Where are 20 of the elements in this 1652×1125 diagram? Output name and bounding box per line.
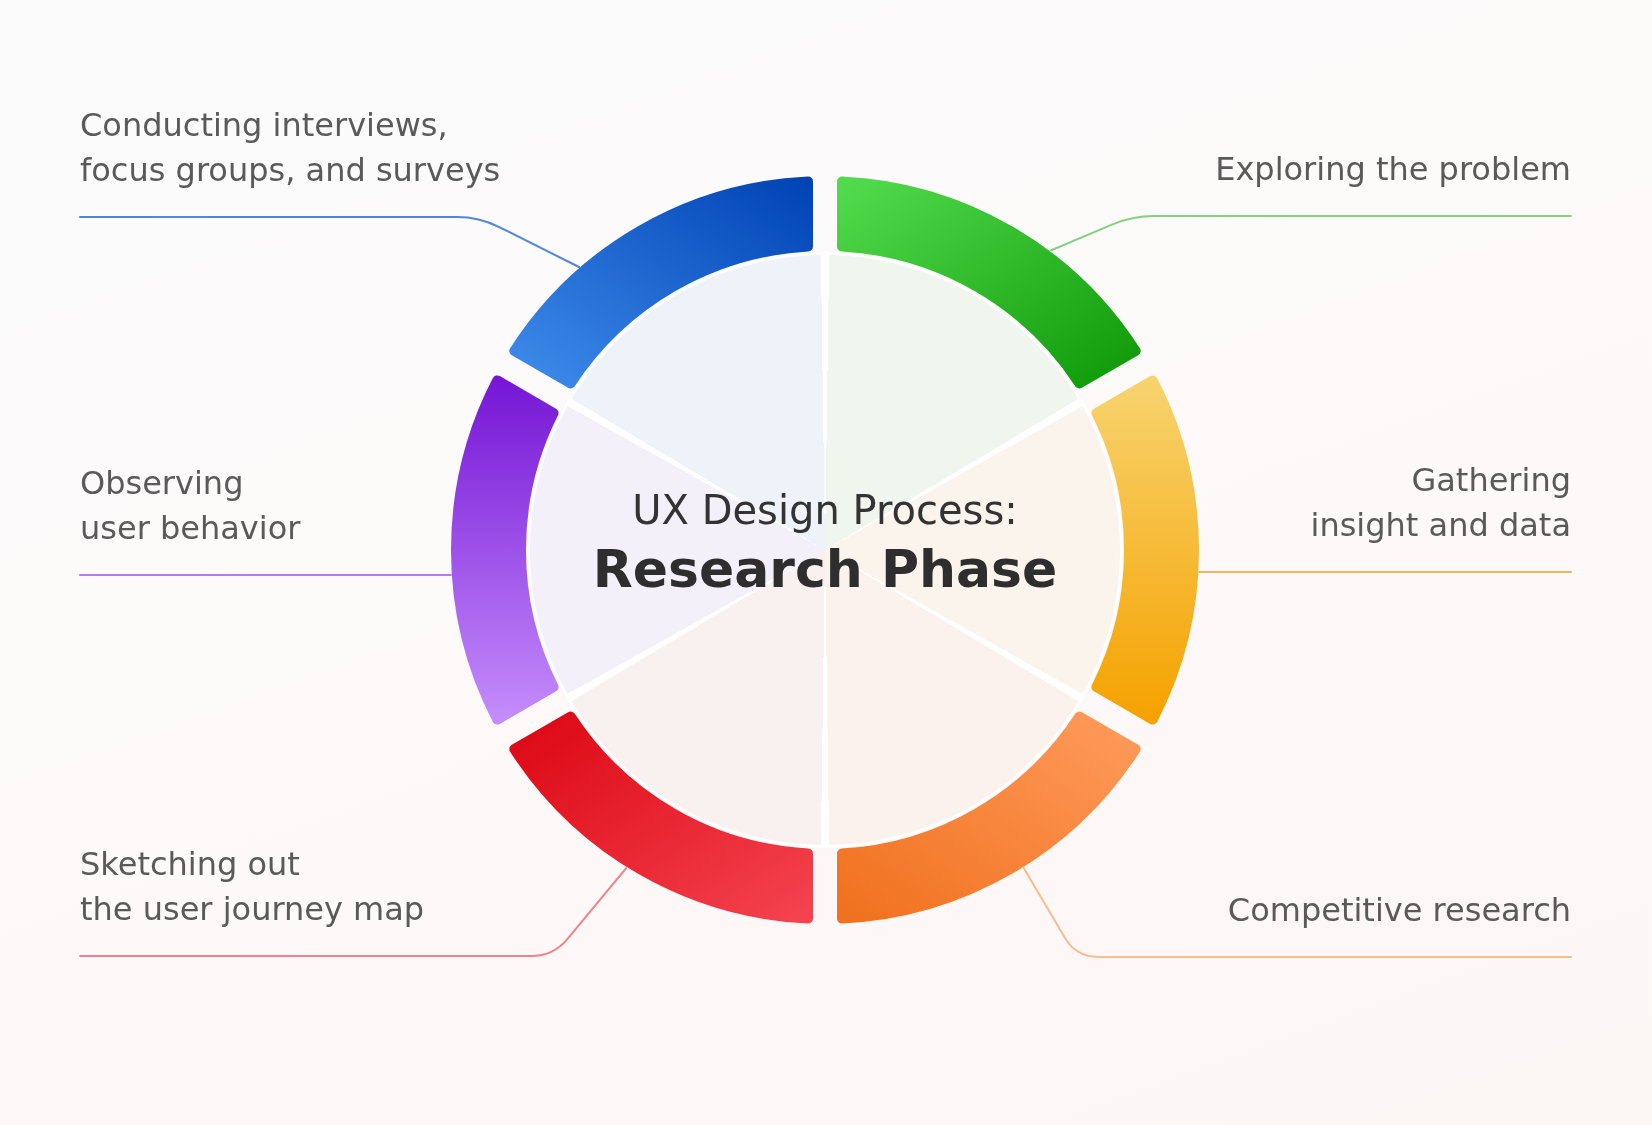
ring-segment — [837, 711, 1141, 924]
leader-line — [79, 867, 628, 957]
leader-line — [1022, 867, 1572, 958]
ring-segment — [509, 711, 813, 924]
callout-text: Conducting interviews, focus groups, and surveys — [80, 103, 501, 193]
leader-line — [1049, 215, 1572, 252]
callout-text: Gathering insight and data — [1310, 458, 1571, 548]
callout-text: Competitive research — [1227, 888, 1571, 933]
title-text: Research Phase — [592, 538, 1058, 601]
ring-segment — [1091, 375, 1199, 725]
leader-line — [1198, 571, 1572, 574]
ring-segment — [451, 375, 559, 725]
callout-text: Sketching out the user journey map — [80, 842, 425, 932]
ring-segment — [837, 176, 1141, 389]
subtitle-text: UX Design Process: — [632, 486, 1018, 535]
leader-line — [79, 574, 452, 577]
ring-segment — [509, 176, 813, 389]
callout-text: Exploring the problem — [1215, 147, 1571, 192]
leader-line — [79, 216, 580, 268]
callout-text: Observing user behavior — [80, 461, 301, 551]
